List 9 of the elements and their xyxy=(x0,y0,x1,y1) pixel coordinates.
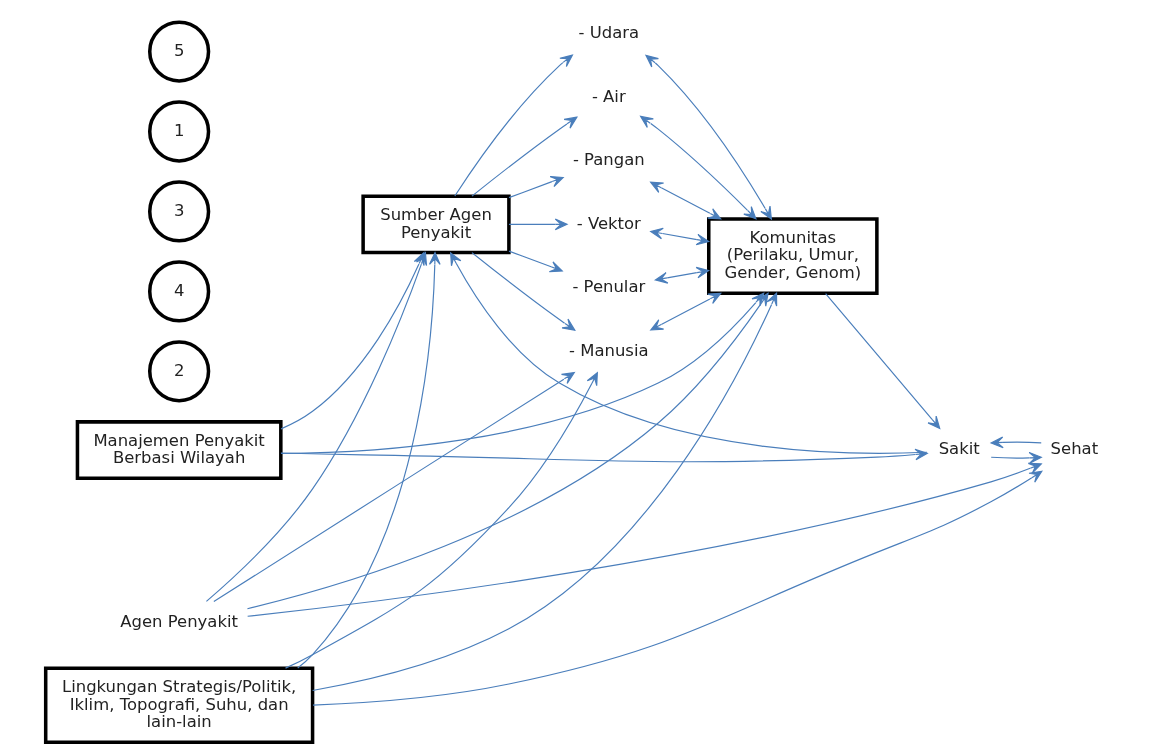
node-text: Sakit xyxy=(938,439,980,459)
node-text: - Manusia xyxy=(568,340,649,360)
node-text: - Air xyxy=(591,86,626,106)
node-text: - Penular xyxy=(571,277,645,297)
node-text: Sehat xyxy=(1050,439,1098,459)
node-text: - Vektor xyxy=(576,213,641,233)
node-text: - Udara xyxy=(578,23,639,43)
node-text: - Pangan xyxy=(572,150,645,170)
node-text: Agen Penyakit xyxy=(119,612,238,632)
